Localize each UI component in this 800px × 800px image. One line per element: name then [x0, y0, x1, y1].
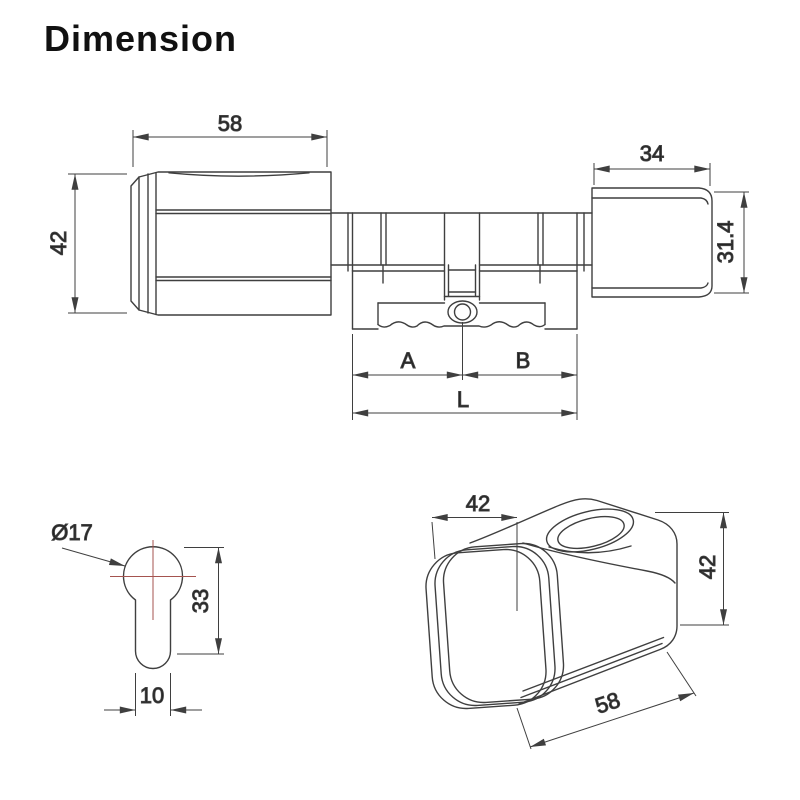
dim-label-length: L [457, 387, 469, 412]
dim-label-rear-knob-height: 31.4 [713, 221, 738, 264]
dim-label-front-knob-width: 58 [218, 111, 242, 136]
dim-profile-height: 33 [177, 547, 224, 655]
dim-front-knob-width: 58 [132, 111, 328, 167]
cylinder-body [330, 212, 593, 330]
dim-front-knob-height: 42 [46, 173, 127, 314]
side-view: 58 42 34 31.4 [46, 111, 749, 420]
euro-profile-outline [122, 546, 184, 670]
dim-rear-knob-width: 34 [593, 141, 711, 186]
front-cap-ring-outer [425, 548, 547, 710]
dim-iso-width: 42 [431, 491, 518, 611]
page-title: Dimension [44, 18, 238, 59]
dim-iso-height: 42 [655, 512, 729, 626]
dim-label-iso-width: 42 [466, 491, 490, 516]
iso-view: 42 42 58 [425, 491, 729, 750]
dim-label-b: B [516, 348, 531, 373]
dim-label-profile-height: 33 [188, 589, 213, 613]
dim-label-rear-knob-width: 34 [640, 141, 664, 166]
dim-a-b-length: A B L [352, 322, 578, 420]
dim-stem-width: 10 [104, 673, 202, 716]
dim-diameter: Ø17 [51, 520, 126, 567]
housing-serrated-edge [377, 321, 546, 328]
front-cap-ring-middle [434, 545, 556, 707]
dim-label-iso-height: 42 [695, 555, 720, 579]
body-silhouette [469, 498, 678, 705]
profile-centerlines [110, 540, 196, 620]
bottom-seam-1 [520, 642, 663, 699]
dim-label-diameter: Ø17 [51, 520, 93, 545]
rear-knob [591, 187, 713, 298]
front-knob [130, 171, 332, 316]
dim-rear-knob-height: 31.4 [713, 191, 749, 294]
bottom-seam-2 [522, 636, 665, 692]
iso-knob-body [425, 498, 678, 710]
dim-label-stem-width: 10 [140, 683, 164, 708]
dim-label-a: A [401, 348, 416, 373]
dim-label-iso-length: 58 [592, 687, 623, 718]
button-recess-outer [545, 508, 635, 553]
dim-iso-length: 58 [516, 651, 697, 750]
button-recess-inner [557, 515, 625, 550]
button-recess-lip [548, 545, 632, 554]
profile-view: Ø17 33 10 [51, 520, 224, 716]
top-face-near-edge [522, 542, 676, 584]
front-cap-ring-inner [442, 542, 565, 704]
knob-top-contour [168, 172, 310, 177]
dim-label-front-knob-height: 42 [46, 231, 71, 255]
fixing-screw-inner [453, 303, 472, 321]
